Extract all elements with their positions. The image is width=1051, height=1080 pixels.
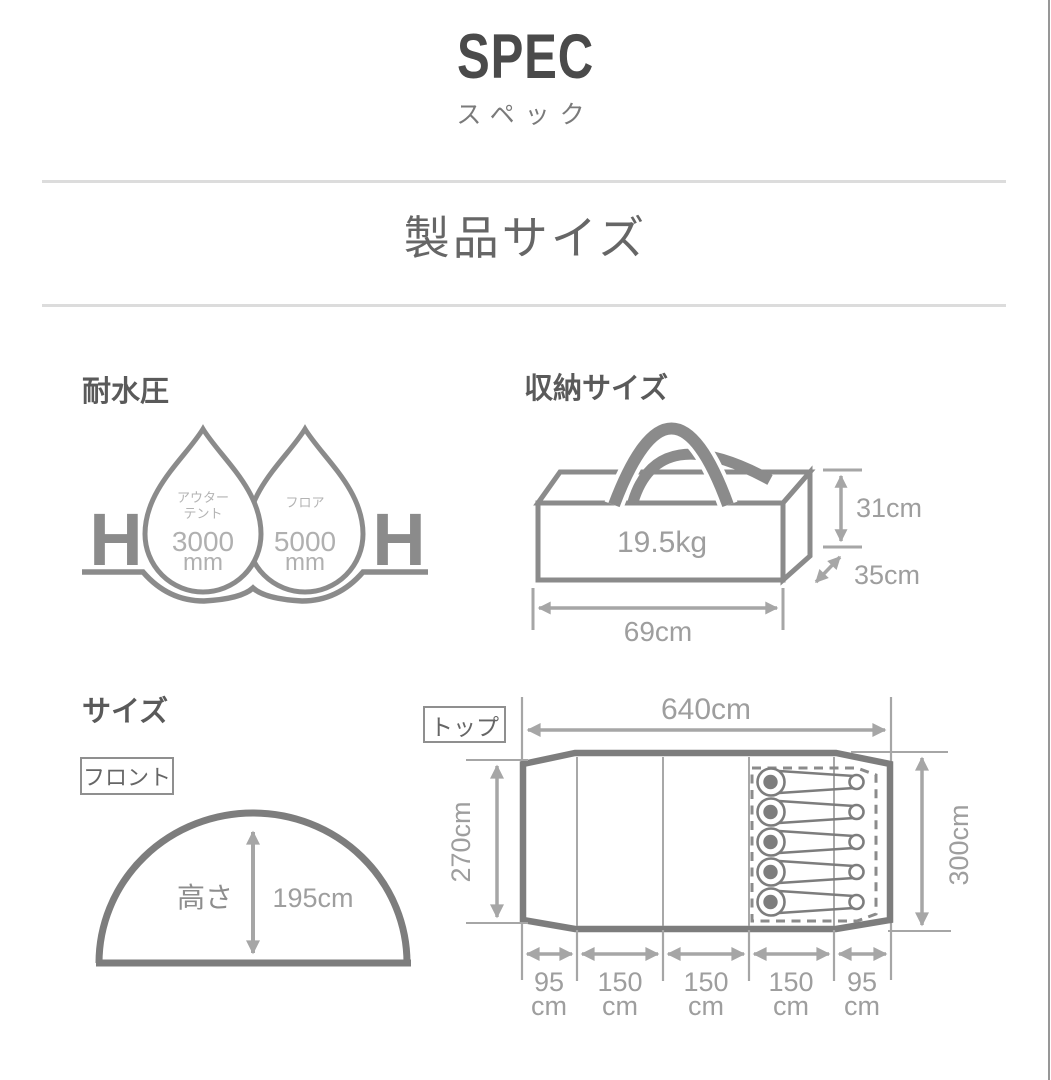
waterproof-diagram: H H アウター テント 3000 mm フロア 5000 mm	[82, 424, 428, 604]
divider-bottom	[42, 304, 1006, 307]
sleeper-icon	[756, 887, 865, 917]
waterproof-heading: 耐水圧	[82, 376, 170, 408]
drop1-label-line1: アウター	[177, 490, 229, 505]
sleeper-icon	[756, 827, 865, 857]
sleeper-icon	[756, 797, 865, 827]
tent-floor-outline	[519, 749, 894, 933]
segment-1-unit: cm	[531, 991, 567, 1021]
sleeper-icon	[756, 857, 865, 887]
bag-handles	[604, 418, 773, 509]
front-view-tag: フロント	[80, 757, 174, 795]
top-view-diagram: 640cm	[446, 693, 974, 1021]
drop1-unit: mm	[183, 549, 223, 576]
sleeper-icons	[756, 767, 865, 917]
inner-tent-dashed-outline	[750, 766, 878, 923]
top-view-tag: トップ	[423, 706, 506, 743]
divider-top	[42, 180, 1006, 183]
bag-depth-label: 35cm	[854, 560, 920, 590]
front-height-value: 195cm	[272, 883, 353, 913]
drop2-unit: mm	[285, 549, 325, 576]
page-title: SPEC	[457, 22, 594, 92]
drop2-label-line1: フロア	[285, 495, 324, 510]
drop1-value: 3000	[172, 526, 234, 557]
segment-dimensions: 95 cm 150 cm 150 cm 150 cm 95 cm	[525, 930, 888, 1021]
bag-width-label: 69cm	[624, 616, 692, 647]
drop-outline	[142, 424, 264, 595]
segment-4-value: 150	[768, 967, 813, 997]
front-height-label: 高さ	[177, 882, 233, 913]
h-letter-right: H	[372, 498, 425, 581]
inner-depth-dimension: 270cm	[446, 759, 528, 924]
sleeper-icon	[756, 767, 865, 797]
image-right-border	[1048, 0, 1050, 1080]
segment-1-value: 95	[534, 967, 564, 997]
depth-arrow	[814, 555, 842, 584]
segment-3-unit: cm	[688, 991, 724, 1021]
drop2-value: 5000	[274, 526, 336, 557]
bag-body	[533, 465, 816, 586]
bag-height-label: 31cm	[856, 493, 922, 523]
segment-5-unit: cm	[844, 991, 880, 1021]
water-line	[82, 569, 428, 604]
bag-weight-label: 19.5kg	[617, 526, 707, 559]
bag-dimension-lines	[531, 468, 862, 630]
bag-front-face	[535, 500, 786, 583]
outer-depth-label: 300cm	[944, 804, 974, 885]
storage-bag-diagram: 19.5kg 31cm 35cm 69cm	[531, 418, 922, 647]
bag-handle-rear	[627, 448, 773, 504]
segment-2-value: 150	[597, 967, 642, 997]
front-view-diagram: 高さ 195cm	[95, 809, 411, 967]
size-heading: サイズ	[82, 696, 169, 728]
storage-heading: 収納サイズ	[524, 373, 669, 405]
page-subtitle: スペック	[456, 101, 595, 129]
inner-depth-label: 270cm	[446, 801, 476, 882]
segment-5-value: 95	[847, 967, 877, 997]
total-width-label: 640cm	[661, 693, 751, 726]
drop1-label-line2: テント	[183, 506, 222, 521]
segment-4-unit: cm	[773, 991, 809, 1021]
outer-depth-dimension: 300cm	[851, 751, 974, 932]
top-view-tag-label: トップ	[430, 713, 499, 740]
front-view-tag-label: フロント	[82, 765, 171, 790]
section-title: 製品サイズ	[403, 212, 648, 264]
segment-3-value: 150	[683, 967, 728, 997]
segment-2-unit: cm	[602, 991, 638, 1021]
water-drop-icon-outer-tent	[142, 424, 264, 595]
bag-handle-front	[608, 422, 734, 508]
tent-seam-lines	[576, 757, 835, 926]
h-letter-left: H	[89, 498, 142, 581]
